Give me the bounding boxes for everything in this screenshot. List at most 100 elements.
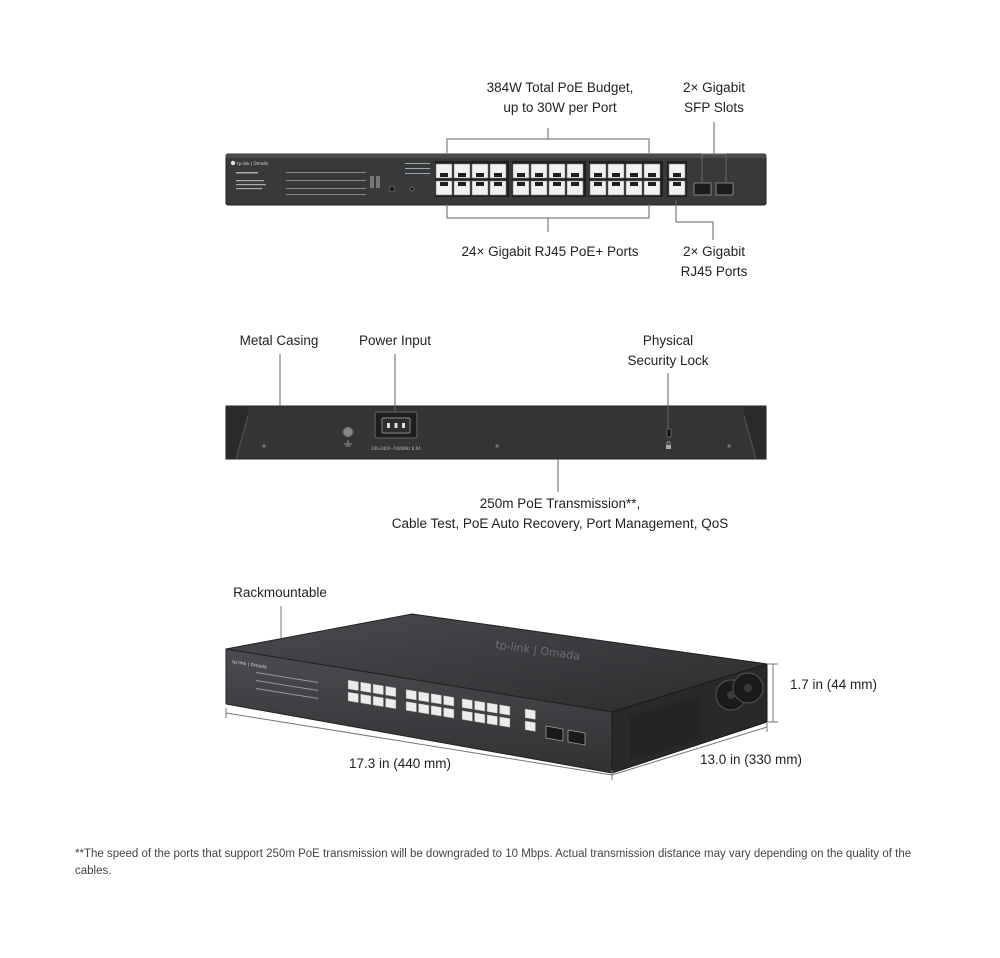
rj45-ports-label-line1: 2× Gigabit (683, 244, 745, 259)
poe-budget-label-line2: up to 30W per Port (503, 100, 617, 115)
ground-icon (344, 440, 352, 447)
iso-rj45-poe-port (360, 681, 372, 694)
port-latch (440, 182, 448, 186)
rj45-poe-port-grid (435, 161, 663, 197)
lock-icon (666, 441, 671, 449)
iso-rj45-poe-port (486, 702, 498, 714)
security-lock-label: Physical Security Lock (608, 331, 728, 371)
power-input-socket: 100-240V~50/60Hz 6.0A (371, 411, 421, 451)
iso-rj45-poe-port (405, 701, 417, 713)
port-latch (517, 182, 525, 186)
dimension-lines (225, 606, 778, 780)
port-latch (494, 182, 502, 186)
iso-rj45-uplink-port (524, 720, 536, 732)
iso-rj45-poe-port (347, 679, 359, 691)
port-latch (673, 173, 681, 177)
port-latch (571, 182, 579, 186)
iso-rj45-poe-port (474, 700, 486, 712)
sfp-slots-label: 2× Gigabit SFP Slots (664, 78, 764, 118)
port-latch (612, 182, 620, 186)
iso-rj45-poe-port (430, 693, 442, 705)
iso-rj45-poe-port (372, 695, 384, 708)
port-latch (458, 182, 466, 186)
sfp-slots (693, 182, 734, 196)
iso-rj45-poe-port (443, 695, 455, 707)
front-brand-iso: tp-link | Omada (232, 659, 268, 670)
iso-sfp-slots (545, 725, 586, 746)
iso-rj45-poe-port (486, 714, 498, 726)
poe-budget-label-line1: 384W Total PoE Budget, (486, 80, 634, 95)
iso-rj45-poe-port (360, 693, 372, 706)
rackmountable-label: Rackmountable (233, 585, 327, 600)
features-label: 250m PoE Transmission**, Cable Test, PoE… (360, 494, 760, 534)
port-latch (673, 182, 681, 186)
iso-port-grid (347, 679, 536, 732)
metal-casing-label: Metal Casing (239, 333, 319, 348)
port-latch (594, 173, 602, 177)
port-latch (553, 173, 561, 177)
reset-button-hole (388, 185, 396, 193)
port-latch (594, 182, 602, 186)
front-switch: tp-link | Omada (225, 153, 767, 206)
mode-button-hole (409, 186, 415, 192)
fan-vents (715, 672, 764, 711)
features-label-line1: 250m PoE Transmission**, (479, 496, 641, 511)
rj45-poe-ports-label: 24× Gigabit RJ45 PoE+ Ports (461, 244, 639, 259)
side-vents (630, 696, 700, 760)
port-latch (648, 173, 656, 177)
port-latch (458, 173, 466, 177)
port-latch (612, 173, 620, 177)
iso-rj45-poe-port (443, 707, 455, 719)
iso-rj45-poe-port (385, 685, 397, 698)
iso-rj45-uplink-port (524, 708, 536, 720)
depth-label: 13.0 in (330 mm) (700, 752, 803, 767)
height-label: 1.7 in (44 mm) (790, 677, 878, 692)
iso-rj45-poe-port (461, 698, 473, 710)
rj45-ports-label: 2× Gigabit RJ45 Ports (664, 242, 764, 282)
port-latch (535, 182, 543, 186)
security-lock-label-line1: Physical (642, 333, 694, 348)
iso-rj45-poe-port (385, 697, 397, 710)
front-brand-text: tp-link | Omada (237, 161, 269, 166)
sfp-slot-1 (693, 182, 712, 196)
port-latch (535, 173, 543, 177)
iso-rj45-poe-port (418, 691, 430, 703)
port-latch (571, 173, 579, 177)
iso-rj45-poe-port (430, 705, 442, 717)
front-logo: tp-link | Omada (230, 160, 269, 166)
power-spec-text: 100-240V~50/60Hz 6.0A (371, 446, 421, 451)
port-latch (630, 182, 638, 186)
front-model-text (236, 172, 266, 190)
width-label: 17.3 in (440 mm) (348, 756, 452, 771)
port-latch (440, 173, 448, 177)
rear-switch: 100-240V~50/60Hz 6.0A (225, 405, 767, 460)
front-callouts (446, 122, 727, 240)
sfp-slot-2 (715, 182, 734, 196)
led-grid (286, 172, 366, 195)
rear-callouts (279, 354, 669, 492)
power-input-label: Power Input (358, 333, 432, 348)
iso-rj45-poe-port (405, 689, 417, 701)
port-latch (553, 182, 561, 186)
ground-terminal (342, 426, 354, 438)
isometric-switch: tp-link | Omada tp-link | Omada (225, 613, 768, 774)
iso-rj45-poe-port (347, 691, 359, 703)
rear-chassis (225, 405, 767, 460)
port-latch (648, 182, 656, 186)
sfp-slots-label-line2: SFP Slots (684, 100, 744, 115)
security-lock-slot (666, 428, 672, 438)
port-latch (630, 173, 638, 177)
iso-rj45-poe-port (499, 704, 511, 716)
port-latch (476, 182, 484, 186)
iso-rj45-poe-port (499, 716, 511, 728)
security-lock-label-line2: Security Lock (627, 353, 709, 368)
rj45-ports-label-line2: RJ45 Ports (680, 264, 748, 279)
iso-rj45-poe-port (372, 683, 384, 696)
iso-rj45-poe-port (418, 703, 430, 715)
port-latch (494, 173, 502, 177)
sfp-slots-label-line1: 2× Gigabit (683, 80, 745, 95)
port-latch (476, 173, 484, 177)
poe-budget-label: 384W Total PoE Budget, up to 30W per Por… (440, 78, 680, 118)
features-label-line2: Cable Test, PoE Auto Recovery, Port Mana… (391, 516, 729, 531)
